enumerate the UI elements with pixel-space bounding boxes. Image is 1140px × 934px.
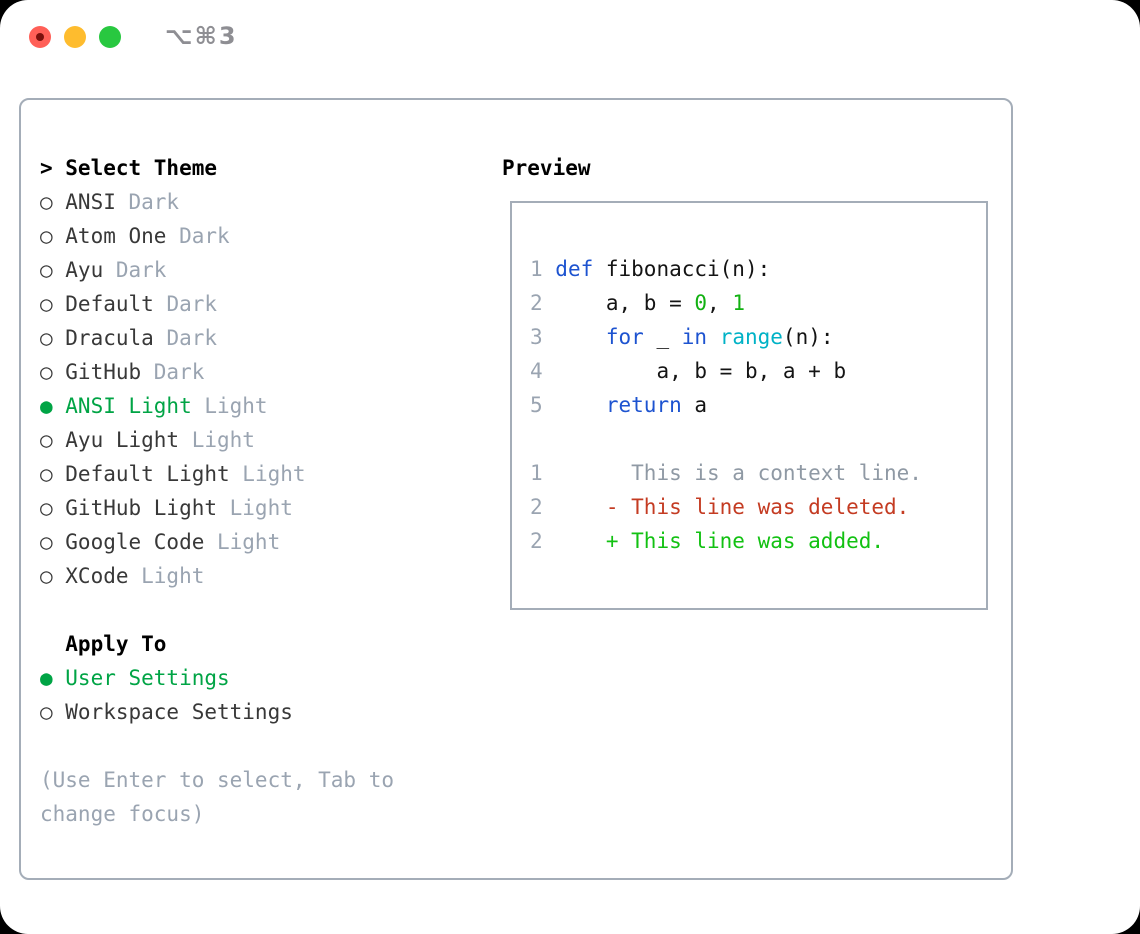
theme-variant-badge: Light (217, 496, 293, 520)
minimize-button[interactable] (64, 26, 86, 48)
theme-option-google-code[interactable]: ○ Google Code Light (40, 525, 394, 559)
radio-icon: ○ (40, 326, 53, 350)
apply-option-user-settings[interactable]: ● User Settings (40, 661, 394, 695)
theme-variant-badge: Light (204, 530, 281, 554)
apply-to-list: ● User Settings ○ Workspace Settings (40, 661, 394, 729)
window-shortcut-title: ⌥⌘3 (165, 22, 238, 50)
theme-variant-badge: Light (229, 462, 306, 486)
code-line: 2 - This line was deleted. (530, 495, 910, 519)
theme-option-ansi[interactable]: ○ ANSI Dark (40, 185, 394, 219)
theme-picker-sidebar: > Select Theme ○ ANSI Dark ○ Atom One Dark ○ A… (40, 151, 394, 831)
radio-icon: ○ (40, 530, 53, 554)
radio-icon: ○ (40, 258, 53, 282)
theme-list: ○ ANSI Dark ○ Atom One Dark ○ Ayu Dark ○ Defaul… (40, 185, 394, 593)
zoom-button[interactable] (99, 26, 121, 48)
theme-option-xcode[interactable]: ○ XCode Light (40, 559, 394, 593)
theme-variant-badge: Light (179, 428, 255, 452)
close-button[interactable] (29, 26, 51, 48)
theme-option-ansi-light[interactable]: ● ANSI Light Light (40, 389, 394, 423)
code-line (530, 422, 922, 456)
apply-option-label: Workspace Settings (65, 700, 293, 724)
apply-to-title: Apply To (65, 632, 167, 656)
radio-selected-icon: ● (40, 666, 53, 690)
preview-title: Preview (502, 156, 591, 180)
theme-option-label: Google Code (65, 530, 205, 554)
preview-panel: 1 def fibonacci(n): 2 a, b = 0, 1 3 for _ … (510, 201, 988, 610)
code-line: 3 for _ in range(n): (530, 325, 834, 349)
theme-option-label: ANSI Light (65, 394, 192, 418)
theme-option-label: Ayu Light (65, 428, 180, 452)
theme-option-atom-one[interactable]: ○ Atom One Dark (40, 219, 394, 253)
radio-icon: ○ (40, 190, 53, 214)
apply-option-workspace-settings[interactable]: ○ Workspace Settings (40, 695, 394, 729)
code-line: 4 a, b = b, a + b (530, 359, 847, 383)
theme-option-label: Dracula (65, 326, 154, 350)
theme-list-title-label: Select Theme (65, 156, 217, 180)
theme-option-label: XCode (65, 564, 129, 588)
radio-icon: ○ (40, 462, 53, 486)
theme-option-default-light[interactable]: ○ Default Light Light (40, 457, 394, 491)
theme-variant-badge: Light (128, 564, 205, 588)
focus-prompt-icon: > (40, 156, 53, 180)
hint-text-line-2: change focus) (40, 802, 205, 826)
code-line: 1 def fibonacci(n): (530, 257, 771, 281)
theme-option-label: GitHub (65, 360, 142, 384)
theme-option-label: GitHub Light (65, 496, 217, 520)
theme-variant-badge: Dark (166, 224, 230, 248)
radio-icon: ○ (40, 564, 53, 588)
hint-text-line-1: (Use Enter to select, Tab to (40, 768, 395, 792)
theme-option-label: Ayu (65, 258, 104, 282)
theme-option-ayu[interactable]: ○ Ayu Dark (40, 253, 394, 287)
theme-variant-badge: Dark (153, 326, 218, 350)
theme-variant-badge: Dark (141, 360, 205, 384)
code-preview: 1 def fibonacci(n): 2 a, b = 0, 1 3 for _ … (530, 252, 922, 558)
code-line: 5 return a (530, 393, 708, 417)
theme-option-dracula[interactable]: ○ Dracula Dark (40, 321, 394, 355)
radio-icon: ○ (40, 360, 53, 384)
theme-option-github[interactable]: ○ GitHub Dark (40, 355, 394, 389)
theme-variant-badge: Dark (103, 258, 167, 282)
theme-variant-badge: Dark (153, 292, 218, 316)
spacer (40, 593, 394, 627)
theme-option-default[interactable]: ○ Default Dark (40, 287, 394, 321)
radio-icon: ○ (40, 292, 53, 316)
radio-icon: ○ (40, 428, 53, 452)
theme-option-label: ANSI (65, 190, 116, 214)
theme-option-label: Default Light (65, 462, 230, 486)
apply-option-label: User Settings (65, 666, 230, 690)
theme-option-ayu-light[interactable]: ○ Ayu Light Light (40, 423, 394, 457)
spacer (40, 729, 394, 763)
code-line: 2 + This line was added. (530, 529, 885, 553)
theme-option-github-light[interactable]: ○ GitHub Light Light (40, 491, 394, 525)
code-line: 2 a, b = 0, 1 (530, 291, 745, 315)
code-line: 1 This is a context line. (530, 461, 922, 485)
theme-list-title: > Select Theme (40, 151, 394, 185)
unsaved-dot-icon (36, 33, 44, 41)
theme-variant-badge: Light (191, 394, 268, 418)
theme-variant-badge: Dark (115, 190, 180, 214)
radio-selected-icon: ● (40, 394, 53, 418)
theme-picker-window: > Select Theme ○ ANSI Dark ○ Atom One Dark ○ A… (19, 98, 1013, 880)
radio-icon: ○ (40, 496, 53, 520)
radio-icon: ○ (40, 700, 53, 724)
radio-icon: ○ (40, 224, 53, 248)
theme-option-label: Atom One (65, 224, 167, 248)
theme-option-label: Default (65, 292, 154, 316)
